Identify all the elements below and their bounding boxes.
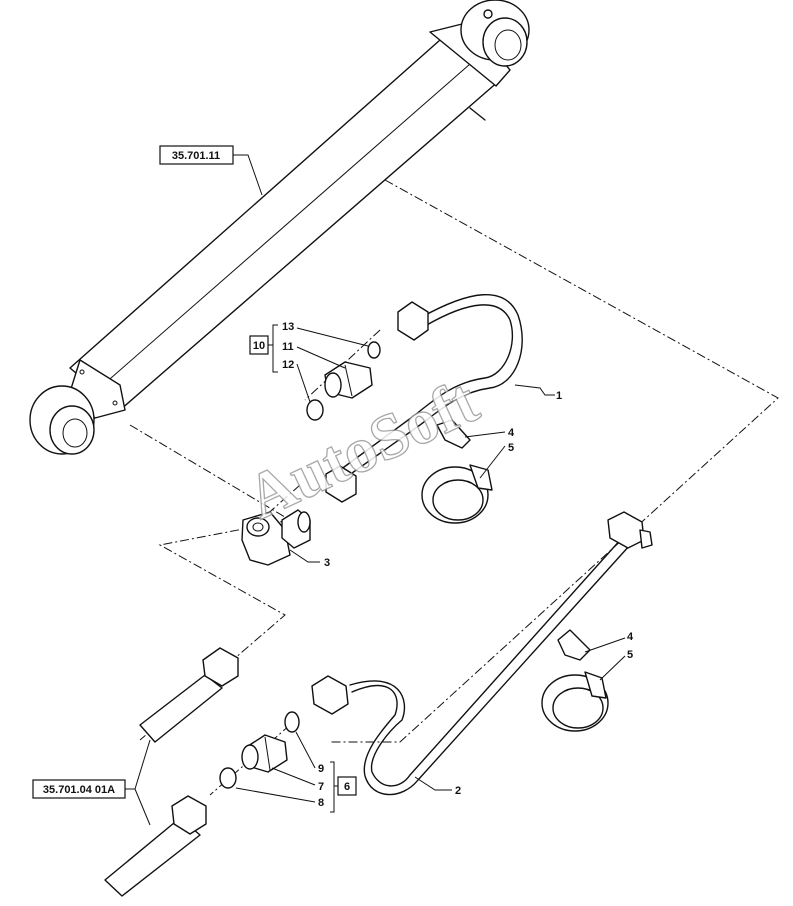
callout-4-upper: 4 <box>508 427 515 439</box>
callout-8: 8 <box>318 797 324 809</box>
upper-clip-callouts: 4 5 <box>464 427 515 479</box>
kit-10-callout[interactable]: 10 13 11 12 <box>249 321 369 403</box>
callout-11: 11 <box>282 341 294 353</box>
pipe-1-callout: 1 <box>514 384 562 402</box>
clip-4-lower[interactable] <box>557 629 591 661</box>
hose-clamp-5-lower[interactable] <box>541 671 609 732</box>
pipe-end-upper[interactable] <box>139 647 239 743</box>
callout-4-lower: 4 <box>627 631 634 643</box>
pipe-end-lower[interactable] <box>104 795 207 897</box>
pipe-end-reference[interactable]: 35.701.04 01A <box>32 739 151 826</box>
kit-6-callout[interactable]: 9 7 8 6 <box>235 731 357 813</box>
cylinder-reference[interactable]: 35.701.11 <box>159 145 263 196</box>
lower-clip-callouts: 4 5 <box>584 631 634 681</box>
cylinder-reference-label: 35.701.11 <box>172 150 220 162</box>
adapter-fitting-11[interactable] <box>324 341 381 399</box>
elbow-fitting-3[interactable]: 3 <box>241 509 330 569</box>
callout-9: 9 <box>318 763 324 775</box>
callout-5-lower: 5 <box>627 649 633 661</box>
pipe-2[interactable]: 2 <box>311 511 653 797</box>
callout-3: 3 <box>324 557 330 569</box>
callout-5-upper: 5 <box>508 442 514 454</box>
pipe-end-reference-label: 35.701.04 01A <box>43 784 115 796</box>
pipe-1[interactable] <box>325 294 523 503</box>
kit-6-label: 6 <box>344 781 350 793</box>
callout-2: 2 <box>455 785 461 797</box>
callout-7: 7 <box>318 781 324 793</box>
clip-4-upper[interactable] <box>436 419 471 449</box>
hose-clamp-5-upper[interactable] <box>421 464 493 524</box>
callout-13: 13 <box>282 321 294 333</box>
o-ring-12[interactable] <box>306 399 324 421</box>
o-ring-8[interactable] <box>219 767 237 789</box>
o-ring-9[interactable] <box>284 711 300 733</box>
callout-12: 12 <box>282 359 294 371</box>
adapter-fitting-7[interactable] <box>241 734 288 773</box>
callout-1: 1 <box>556 390 562 402</box>
hydraulic-cylinder[interactable] <box>29 0 530 455</box>
kit-10-label: 10 <box>253 340 265 352</box>
